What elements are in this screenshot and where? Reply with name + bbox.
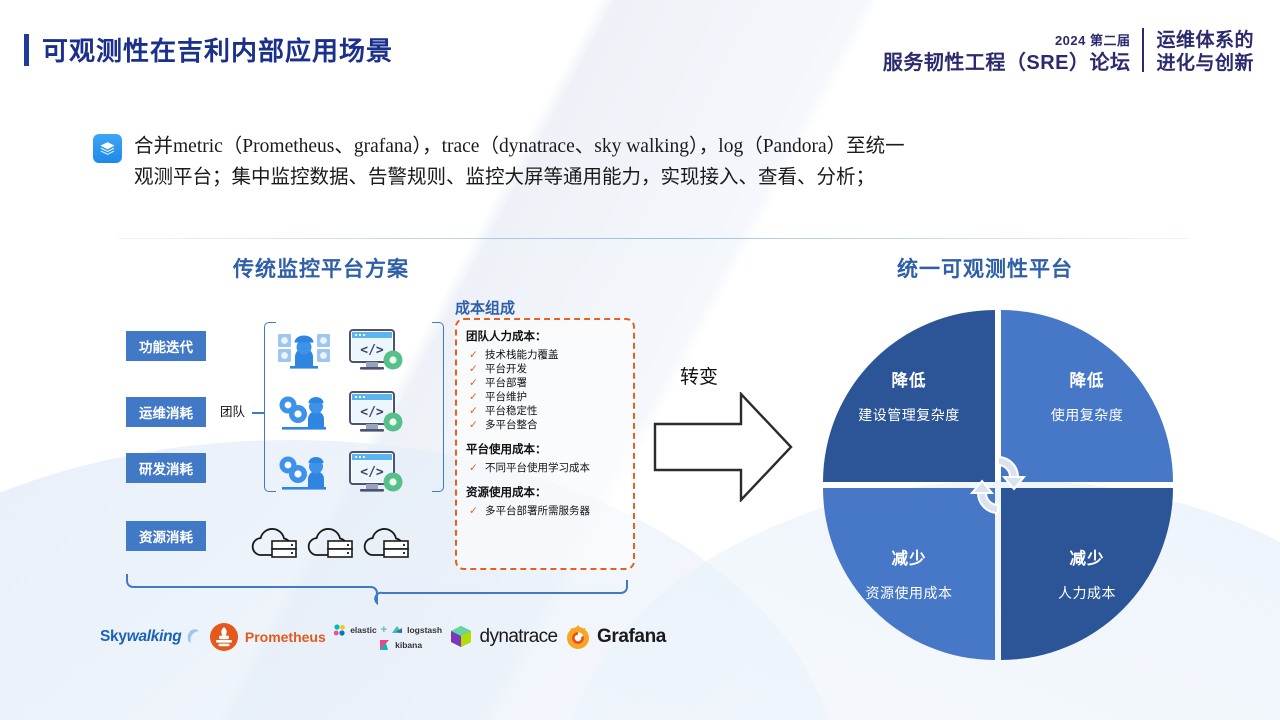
- engineer-team-icon: [276, 330, 332, 381]
- unified-platform-benefits-wheel: 降低 建设管理复杂度 降低 使用复杂度 减少 资源使用成本 减少 人力成本: [823, 310, 1173, 660]
- platforms-brace: [124, 572, 637, 614]
- right-section-heading: 统一可观测性平台: [897, 257, 1073, 281]
- benefit-quadrant-bottom-left: 减少 资源使用成本: [823, 488, 995, 660]
- quadrant-title: 降低: [891, 371, 927, 390]
- skywalking-mark-icon: [188, 629, 200, 643]
- cost-composition-box: 团队人力成本： 技术栈能力覆盖 平台开发 平台部署 平台维护 平台稳定性 多平台…: [455, 318, 635, 570]
- svg-text:</>: </>: [360, 405, 384, 420]
- quadrant-title: 降低: [1069, 371, 1105, 390]
- grafana-mark-icon: [566, 625, 589, 649]
- brand-tagline-line1: 运维体系的: [1156, 30, 1254, 52]
- slide-header: 可观测性在吉利内部应用场景 2024 第二届 服务韧性工程（SRE）论坛 运维体…: [0, 0, 1280, 104]
- icon-cluster-bracket-right: [432, 322, 444, 492]
- cost-item: 平台开发: [466, 362, 624, 376]
- prometheus-logo-text: Prometheus: [244, 629, 326, 645]
- prometheus-mark-icon: [209, 623, 238, 651]
- cloud-server-icon: [306, 524, 358, 569]
- elk-logo: elastic + logstash kibana: [333, 623, 443, 651]
- transform-label: 转变: [680, 367, 719, 388]
- summary-paragraph-line-2: 观测平台；集中监控数据、告警规则、监控大屏等通用能力，实现接入、查看、分析；: [134, 167, 876, 188]
- cloud-server-icon: [362, 524, 414, 569]
- grafana-logo: Grafana: [565, 624, 666, 650]
- brand-main-title: 服务韧性工程（SRE）论坛: [882, 52, 1131, 74]
- quadrant-subtitle: 使用复杂度: [1050, 409, 1124, 424]
- brand-left-block: 2024 第二届 服务韧性工程（SRE）论坛: [882, 33, 1131, 75]
- cost-item: 不同平台使用学习成本: [466, 461, 624, 475]
- category-chip-feature-iteration: 功能迭代: [126, 331, 206, 361]
- benefit-quadrant-bottom-right: 减少 人力成本: [1001, 488, 1173, 660]
- layers-stack-icon: [93, 134, 122, 163]
- cost-group-title-manpower: 团队人力成本：: [466, 331, 547, 343]
- skywalking-logo-text-b: walking: [126, 628, 182, 645]
- cost-item: 平台稳定性: [466, 404, 624, 418]
- elastic-mark-icon: [334, 623, 346, 636]
- dev-engineer-gear-icon: [276, 452, 332, 503]
- skywalking-logo: Sky walking: [100, 628, 201, 646]
- cost-composition-label: 成本组成: [455, 301, 516, 317]
- code-monitor-gear-icon: </>: [348, 449, 404, 502]
- conference-brand-lockup: 2024 第二届 服务韧性工程（SRE）论坛 运维体系的 进化与创新: [883, 28, 1254, 75]
- elk-plus-sign: +: [380, 624, 388, 636]
- elastic-logo-text: elastic: [350, 625, 377, 635]
- dynatrace-mark-icon: [451, 626, 472, 647]
- quadrant-title: 减少: [891, 549, 927, 568]
- brand-year: 2024 第二届: [1054, 33, 1131, 49]
- brand-tagline-line2: 进化与创新: [1156, 52, 1254, 74]
- team-label: 团队: [219, 401, 247, 420]
- elk-bottom-row: kibana: [353, 639, 422, 651]
- kibana-mark-icon: [380, 639, 390, 650]
- code-monitor-gear-icon: </>: [348, 389, 404, 442]
- code-monitor-gear-icon: </>: [348, 327, 404, 380]
- left-section-heading: 传统监控平台方案: [233, 257, 409, 281]
- cost-item: 多平台整合: [466, 418, 624, 432]
- cost-item: 技术栈能力覆盖: [466, 348, 624, 362]
- cost-group-title-resource-usage: 资源使用成本：: [466, 487, 547, 499]
- logstash-logo-text: logstash: [407, 625, 443, 635]
- summary-paragraph-line-1: 合并metric（Prometheus、grafana），trace（dynat…: [134, 136, 905, 157]
- svg-text:</>: </>: [360, 343, 384, 358]
- logstash-mark-icon: [392, 626, 403, 633]
- legacy-monitoring-diagram: 功能迭代 运维消耗 研发消耗 资源消耗 团队: [0, 0, 660, 720]
- quadrant-subtitle: 建设管理复杂度: [858, 409, 960, 424]
- quadrant-subtitle: 人力成本: [1058, 587, 1116, 602]
- benefit-quadrant-top-right: 降低 使用复杂度: [1001, 310, 1173, 482]
- cost-item: 多平台部署所需服务器: [466, 504, 624, 518]
- summary-paragraph: 合并metric（Prometheus、grafana），trace（dynat…: [134, 131, 1189, 193]
- ops-engineer-gear-icon: [276, 392, 332, 443]
- quadrant-subtitle: 资源使用成本: [865, 587, 953, 602]
- team-connector-line: [252, 412, 265, 414]
- quadrant-title: 减少: [1069, 549, 1105, 568]
- section-divider: [118, 238, 1188, 239]
- vendor-logo-row: Sky walking Prometheus: [100, 612, 666, 662]
- cost-group-title-platform-usage: 平台使用成本：: [466, 444, 547, 456]
- brand-tagline-block: 运维体系的 进化与创新: [1156, 30, 1254, 75]
- skywalking-logo-text-a: Sky: [100, 628, 127, 645]
- right-arrow-icon: [653, 390, 793, 507]
- page-title: 可观测性在吉利内部应用场景: [42, 36, 394, 66]
- brand-divider: [1142, 28, 1145, 72]
- dynatrace-logo: dynatrace: [449, 625, 558, 649]
- cost-item: 平台维护: [466, 390, 624, 404]
- category-chip-ops-cost: 运维消耗: [126, 397, 206, 427]
- grafana-logo-text: Grafana: [596, 626, 666, 647]
- dynatrace-logo-text: dynatrace: [479, 626, 558, 647]
- prometheus-logo: Prometheus: [209, 622, 326, 652]
- cloud-server-icon: [250, 524, 302, 569]
- icon-cluster-bracket-left: [264, 322, 276, 492]
- elk-top-row: elastic + logstash: [333, 623, 443, 637]
- category-chip-rnd-cost: 研发消耗: [126, 453, 206, 483]
- category-chip-resource-cost: 资源消耗: [126, 521, 206, 551]
- title-accent-bar: [24, 34, 29, 66]
- kibana-logo-text: kibana: [395, 639, 423, 650]
- benefit-quadrant-top-left: 降低 建设管理复杂度: [823, 310, 995, 482]
- svg-text:</>: </>: [360, 465, 384, 480]
- cost-item: 平台部署: [466, 376, 624, 390]
